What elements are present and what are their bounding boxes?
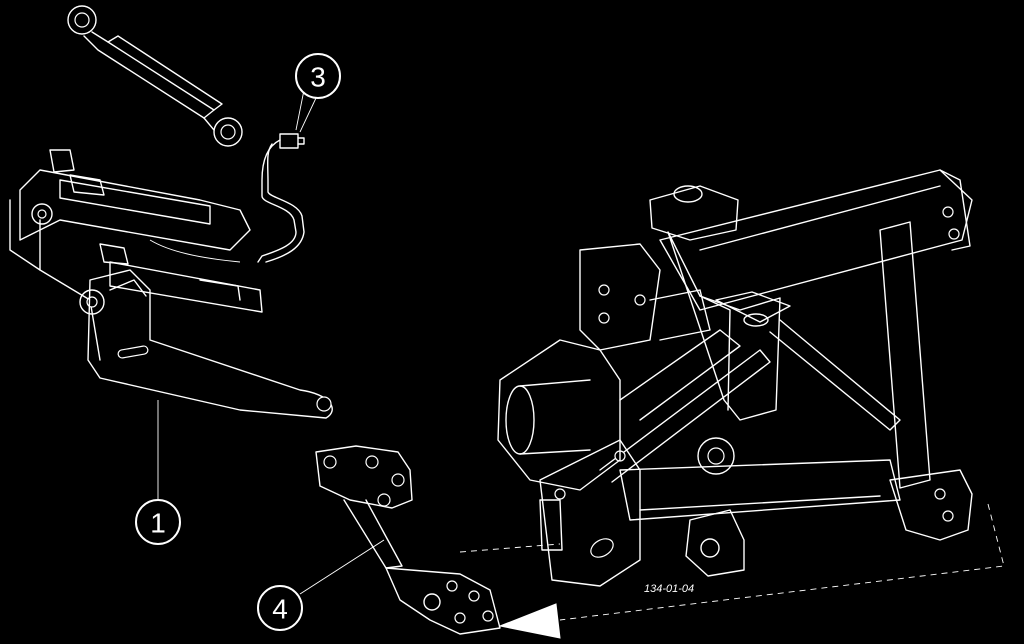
callout-4-leader	[299, 539, 385, 595]
front-linkage-frame	[497, 169, 973, 587]
assembly-direction-indicator	[459, 503, 1005, 639]
callout-3: 3	[295, 53, 341, 99]
callout-1-label: 1	[150, 508, 166, 539]
direction-arrow-icon	[498, 603, 561, 639]
lift-arm-assembly	[9, 149, 333, 419]
callout-3-label: 3	[310, 62, 326, 93]
callout-3-leader	[299, 97, 317, 133]
lower-link-arm	[315, 445, 501, 635]
callout-1: 1	[135, 499, 181, 545]
callout-4-label: 4	[272, 594, 288, 625]
hydraulic-hose	[257, 89, 305, 263]
top-link-rod	[67, 5, 243, 147]
drawing-number: 134-01-04	[644, 583, 694, 595]
callout-4: 4	[257, 585, 303, 631]
